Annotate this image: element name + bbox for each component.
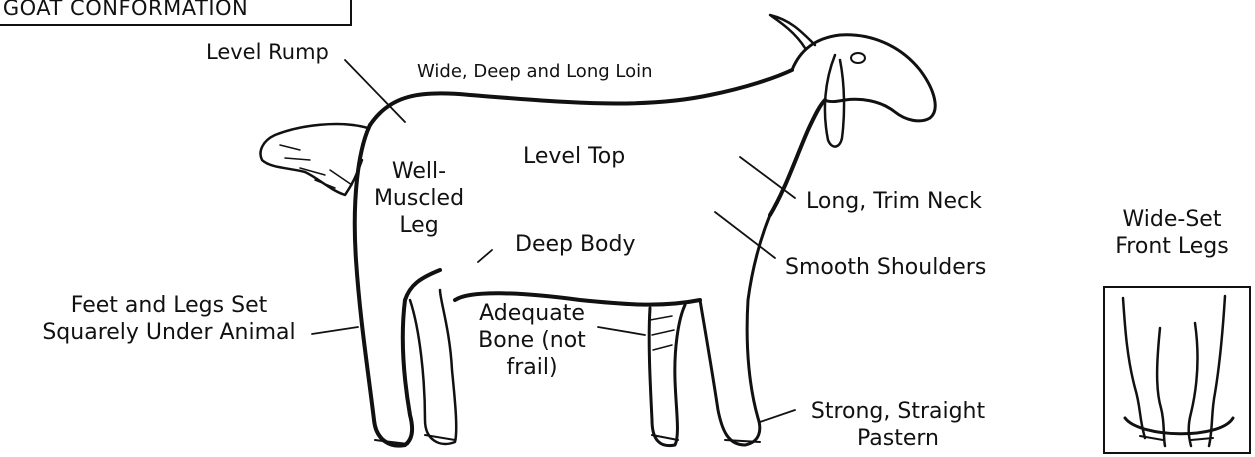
- label-feet-legs-line1: Feet and Legs Set: [22, 292, 316, 319]
- goat-head: [792, 35, 935, 121]
- front-legs-drawing: [1105, 288, 1249, 452]
- label-feet-legs-line2: Squarely Under Animal: [22, 319, 316, 346]
- label-feet-legs: Feet and Legs Set Squarely Under Animal: [22, 292, 316, 346]
- label-pastern-line1: Strong, Straight: [788, 398, 1008, 425]
- label-adequate-bone-line1: Adequate: [462, 300, 602, 327]
- label-deep-body: Deep Body: [515, 231, 636, 258]
- label-well-muscled-leg-line2: Muscled: [364, 185, 474, 212]
- goat-front-leg-front: [700, 215, 770, 445]
- label-well-muscled-leg-line3: Leg: [364, 212, 474, 239]
- leader-adequate-bone: [598, 327, 645, 335]
- label-well-muscled-leg: Well- Muscled Leg: [364, 158, 474, 239]
- label-front-legs-line2: Front Legs: [1089, 233, 1255, 260]
- leader-deep-body: [478, 250, 492, 262]
- leader-shoulders: [715, 212, 775, 258]
- goat-horn: [770, 15, 815, 48]
- label-neck: Long, Trim Neck: [806, 188, 982, 215]
- label-loin: Wide, Deep and Long Loin: [417, 59, 653, 84]
- leader-level-rump: [345, 60, 405, 122]
- label-adequate-bone-line2: Bone (not: [462, 327, 602, 354]
- label-pastern-line2: Pastern: [788, 425, 1008, 452]
- label-level-rump: Level Rump: [206, 40, 329, 65]
- label-front-legs: Wide-Set Front Legs: [1089, 206, 1255, 260]
- label-adequate-bone: Adequate Bone (not frail): [462, 300, 602, 381]
- goat-eye: [851, 53, 865, 63]
- front-legs-inset: [1103, 286, 1251, 454]
- label-well-muscled-leg-line1: Well-: [364, 158, 474, 185]
- label-level-top: Level Top: [523, 143, 625, 170]
- goat-front-leg-back: [649, 305, 685, 446]
- label-front-legs-line1: Wide-Set: [1089, 206, 1255, 233]
- label-adequate-bone-line3: frail): [462, 354, 602, 381]
- label-shoulders: Smooth Shoulders: [785, 254, 986, 281]
- label-pastern: Strong, Straight Pastern: [788, 398, 1008, 452]
- leader-feet-legs: [312, 327, 358, 334]
